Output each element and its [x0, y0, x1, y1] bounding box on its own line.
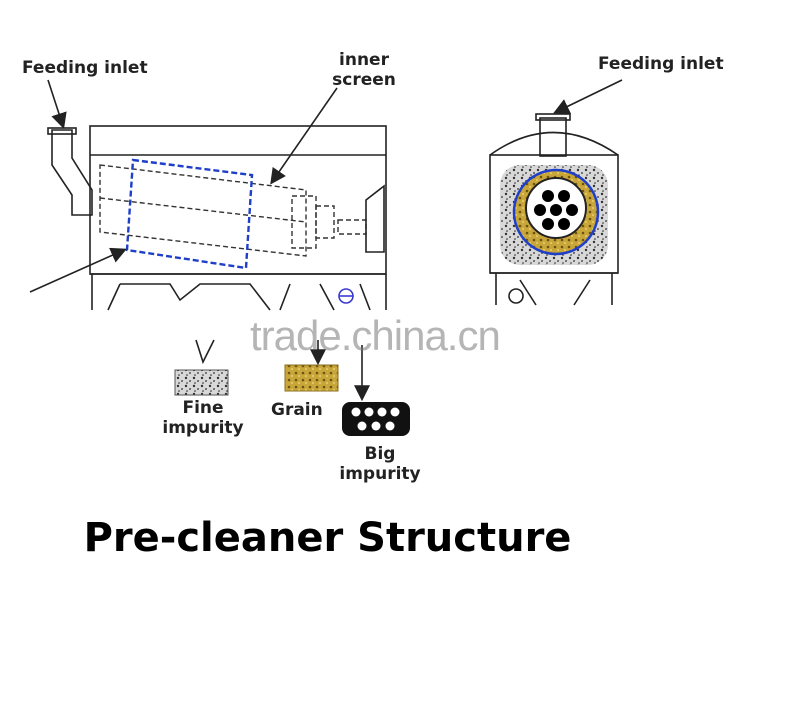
arrow-feed-right — [553, 79, 623, 114]
label-inner-screen-line2: screen — [332, 70, 396, 91]
label-feeding-inlet-left: Feeding inlet — [22, 58, 148, 78]
arrow-screen-side — [29, 247, 127, 293]
label-big-line1: Big — [364, 444, 396, 464]
label-inner-screen: inner screen — [324, 50, 404, 91]
label-inner-screen-line1: inner — [339, 50, 389, 70]
output-arrows — [195, 339, 370, 402]
label-grain: Grain — [271, 400, 323, 420]
end-view — [489, 113, 619, 306]
feed-pipe — [51, 129, 93, 216]
label-fine-line1: Fine — [182, 398, 224, 418]
label-big-impurity: Big impurity — [325, 444, 435, 485]
inner-screen-outline — [125, 158, 254, 270]
label-fine-impurity: Fine impurity — [148, 398, 258, 439]
label-fine-line2: impurity — [162, 418, 244, 439]
watermark: trade.china.cn — [250, 312, 501, 359]
fine-impurity-sample — [174, 369, 229, 396]
drum-outline — [99, 164, 367, 257]
diagram-title: Pre-cleaner Structure — [83, 515, 572, 561]
big-impurity-sample — [342, 402, 410, 436]
drive-unit — [338, 184, 385, 304]
arrow-feed-left — [47, 79, 67, 130]
label-big-line2: impurity — [339, 464, 421, 485]
arrow-inner-screen — [270, 87, 338, 185]
side-view — [47, 125, 387, 311]
hopper-legs — [91, 274, 387, 311]
label-feeding-inlet-right: Feeding inlet — [598, 54, 724, 74]
big-impurity-balls — [534, 190, 578, 230]
grain-sample — [284, 364, 339, 392]
